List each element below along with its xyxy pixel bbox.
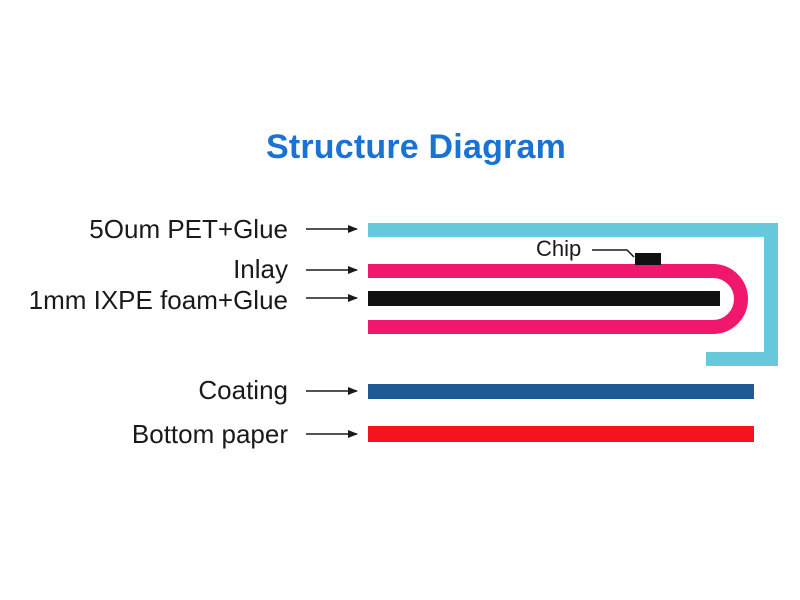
chip-element xyxy=(635,253,661,265)
label-chip: Chip xyxy=(536,236,582,261)
label-pet-glue: 5Oum PET+Glue xyxy=(89,214,288,244)
label-inlay: Inlay xyxy=(233,254,288,284)
label-bottom-paper: Bottom paper xyxy=(131,419,288,449)
layer-inlay xyxy=(368,264,748,334)
layer-bottom-paper xyxy=(368,426,754,442)
chip-leader-line xyxy=(592,249,635,258)
layer-coating xyxy=(368,384,754,399)
diagram-title: Structure Diagram xyxy=(265,128,567,166)
label-ixpe-foam: 1mm IXPE foam+Glue xyxy=(28,285,288,315)
layer-pet-glue xyxy=(368,223,778,366)
layer-ixpe-foam xyxy=(368,291,720,306)
label-coating: Coating xyxy=(198,375,288,405)
